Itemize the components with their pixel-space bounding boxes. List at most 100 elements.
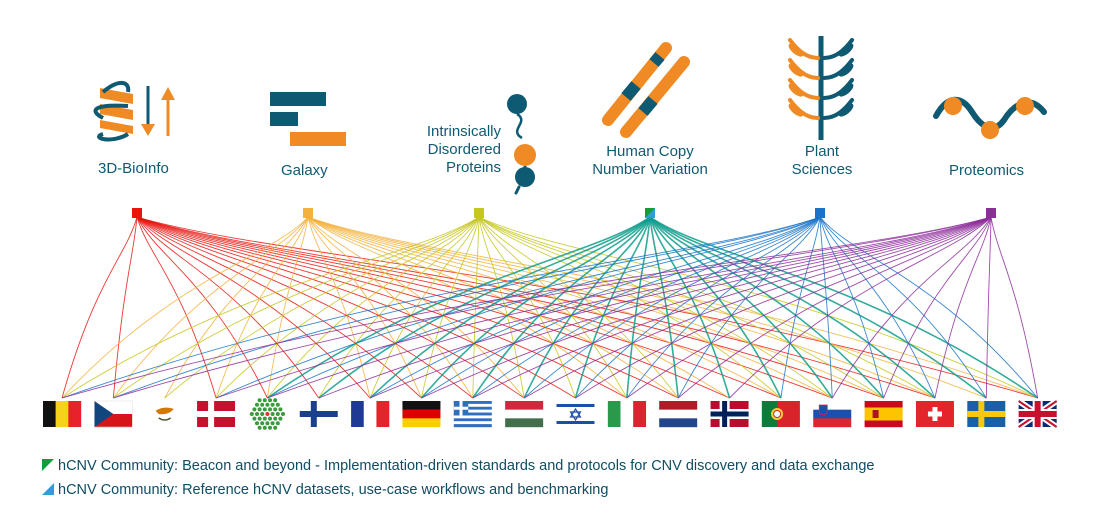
finland-flag [299,401,338,427]
chromosome-icon [602,42,690,138]
link-proteomics-si [831,216,992,399]
link-hcnv-se [649,216,987,399]
link-proteomics-it [626,216,992,399]
belgium-flag [43,401,82,427]
link-idp-gr [472,216,480,399]
link-hcnv-no [649,216,731,399]
link-idp-uk [478,216,1038,399]
italy-flag [607,401,647,427]
link-bioinfo-hu [136,216,525,399]
link-plant-dk [215,216,821,399]
link-idp-pt [478,216,782,399]
netherlands-flag [659,401,698,428]
link-proteomics-ch [934,216,992,399]
link-bioinfo-fi [136,216,320,399]
link-galaxy-es [307,216,884,399]
legend-item-beacon: hCNV Community: Beacon and beyond - Impl… [42,458,874,474]
embl-hexagon-logo [249,398,285,430]
link-bioinfo-si [136,216,833,399]
link-bioinfo-de [136,216,422,399]
disordered-chain-icon [507,94,536,195]
link-idp-embl [267,216,480,399]
link-bioinfo-fr [136,216,371,399]
link-idp-dk [215,216,480,399]
link-proteomics-uk [990,216,1039,399]
link-proteomics-il [575,216,992,399]
link-proteomics-se [985,216,992,399]
link-bioinfo-be [61,216,138,399]
legend-item-datasets: hCNV Community: Reference hCNV datasets,… [42,482,608,498]
link-hcnv-uk [649,216,1039,399]
node-idp[interactable] [474,208,484,218]
galaxy-bars-icon [270,92,346,146]
node-bioinfo[interactable] [132,208,142,218]
cyprus-flag [145,401,184,427]
uk-flag [1016,398,1059,430]
node-plant[interactable] [815,208,825,218]
link-proteomics-fi [318,216,992,399]
link-proteomics-embl [267,216,992,399]
link-plant-il [575,216,821,399]
hungary-flag [505,401,544,428]
link-proteomics-es [883,216,992,399]
link-idp-es [478,216,884,399]
link-idp-fr [369,216,480,399]
link-hcnv-it [626,216,651,399]
link-bioinfo-ch [136,216,936,399]
link-proteomics-no [729,216,992,399]
link-hcnv-si [649,216,833,399]
link-plant-fr [369,216,821,399]
link-idp-si [478,216,833,399]
link-plant-cz [113,216,821,399]
link-plant-de [421,216,821,399]
legend-text-beacon: hCNV Community: Beacon and beyond - Impl… [58,458,875,474]
link-hcnv-pt [649,216,782,399]
node-galaxy[interactable] [303,208,313,218]
node-proteomics[interactable] [986,208,996,218]
link-bioinfo-gr [136,216,474,399]
link-idp-de [421,216,480,399]
link-hcnv-nl [649,216,679,399]
label-idp-line-3: Proteins [445,159,501,176]
link-proteomics-gr [472,216,992,399]
link-idp-cz [113,216,480,399]
link-proteomics-de [421,216,992,399]
label-galaxy: Galaxy [281,162,328,179]
link-plant-pt [780,216,821,399]
link-proteomics-cz [113,216,992,399]
node-hcnv[interactable] [645,208,655,218]
link-hcnv-embl [266,216,651,399]
link-galaxy-fr [307,216,371,399]
label-hcnv-line-2: Number Variation [592,161,708,178]
switzerland-flag [915,401,954,427]
link-hcnv-de [420,216,651,399]
link-galaxy-se [307,216,987,399]
label-plant-line-2: Sciences [791,161,853,178]
link-bioinfo-cz [112,216,138,399]
link-proteomics-hu [523,216,992,399]
link-plant-gr [472,216,821,399]
link-plant-si [819,216,833,399]
france-flag [351,401,390,427]
link-idp-ch [478,216,936,399]
link-hcnv-gr [472,216,651,399]
label-plant: Plant Sciences [772,143,872,179]
link-proteomics-dk [215,216,992,399]
link-idp-nl [478,216,679,399]
link-galaxy-it [307,216,628,399]
link-galaxy-uk [307,216,1038,399]
label-idp-line-2: Disordered [427,141,501,158]
link-galaxy-de [307,216,422,399]
czech-flag [94,400,133,428]
link-galaxy-pt [307,216,782,399]
link-galaxy-cz [112,216,309,399]
link-bioinfo-uk [136,216,1038,399]
link-bioinfo-nl [136,216,679,399]
denmark-flag [197,401,236,427]
link-galaxy-dk [215,216,309,399]
link-galaxy-embl [266,216,309,399]
link-idp-il [478,216,576,399]
link-plant-ch [819,216,936,399]
link-proteomics-be [61,216,992,399]
slovenia-flag [813,401,852,428]
